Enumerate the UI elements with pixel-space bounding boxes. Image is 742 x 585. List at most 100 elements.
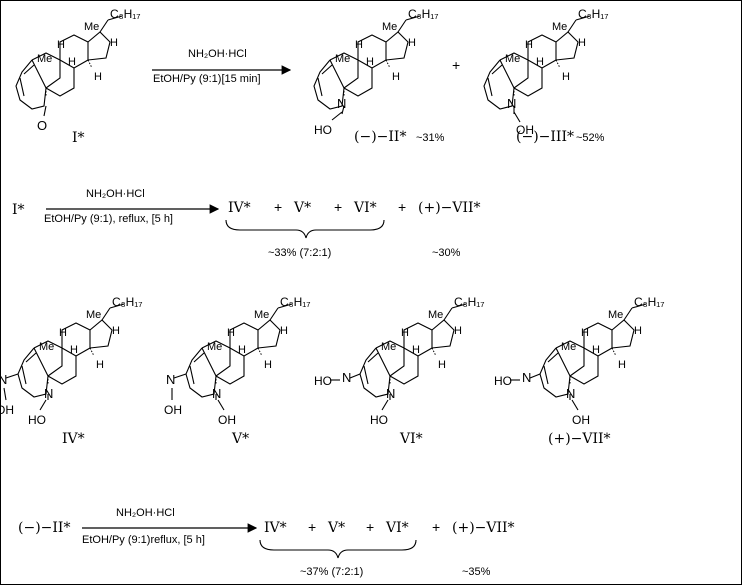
atom-H: H <box>618 359 626 371</box>
atom-O-ketone: O <box>37 118 47 133</box>
atom-H: H <box>634 325 642 337</box>
atom-Me-top: Me <box>428 309 443 321</box>
reagent-2: NH₂OH·HCl <box>86 188 145 200</box>
label-II-rx3: (−)−II* <box>18 520 70 536</box>
label-II: (−)−II* <box>354 129 406 145</box>
atom-Me: Me <box>37 53 52 65</box>
plus-rx3-c: + <box>432 519 440 535</box>
yield-III: ~52% <box>576 132 605 144</box>
plus-rx2-c: + <box>398 199 406 215</box>
atom-H: H <box>57 39 65 51</box>
atom-H: H <box>454 325 462 337</box>
atom-H: H <box>408 37 416 49</box>
compound-III-structure: N OH Me Me C₈H₁₇ H H H H <box>483 7 608 137</box>
atom-N: N <box>337 96 346 111</box>
atom-HO: HO <box>494 374 512 388</box>
label-VII: (+)−VII* <box>548 431 611 447</box>
conditions-1: EtOH/Py (9:1)[15 min] <box>153 73 261 85</box>
atom-H: H <box>59 327 67 339</box>
atom-C8H17: C₈H₁₇ <box>408 7 438 21</box>
atom-N: N <box>386 386 395 401</box>
atom-H: H <box>227 327 235 339</box>
atom-H: H <box>68 56 76 68</box>
yield-VII-rx2: ~30% <box>432 247 461 259</box>
atom-Me: Me <box>39 341 54 353</box>
yield-II: ~31% <box>416 132 445 144</box>
atom-H: H <box>392 71 400 83</box>
atom-N: N <box>212 386 221 401</box>
atom-H: H <box>96 359 104 371</box>
atom-N: N <box>0 372 7 387</box>
label-IV: IV* <box>62 431 85 447</box>
label-V: V* <box>231 431 249 447</box>
atom-H: H <box>366 56 374 68</box>
atom-N: N <box>507 96 516 111</box>
label-VI: VI* <box>399 431 423 447</box>
atom-HO: HO <box>314 374 332 388</box>
label-I-rx2: I* <box>12 202 25 218</box>
atom-HO: HO <box>314 123 332 137</box>
brace-rx2 <box>225 219 385 239</box>
yield-group-rx3: ~37% (7:2:1) <box>300 566 363 578</box>
atom-Me: Me <box>335 53 350 65</box>
atom-Me-top: Me <box>86 309 101 321</box>
atom-H: H <box>280 325 288 337</box>
atom-OH: OH <box>572 413 590 427</box>
plus-rx2-a: + <box>274 199 282 215</box>
atom-C8H17: C₈H₁₇ <box>634 295 664 309</box>
atom-H: H <box>94 71 102 83</box>
label-III: (−)−III* <box>516 129 574 145</box>
conditions-3: EtOH/Py (9:1)reflux, [5 h] <box>82 534 205 546</box>
plus-rx2-b: + <box>334 199 342 215</box>
product-VI-rx2: VI* <box>353 200 377 216</box>
compound-IV-structure: N OH N HO Me Me C₈H₁₇ H H H H <box>0 295 142 427</box>
atom-H: H <box>264 359 272 371</box>
atom-N: N <box>342 370 351 385</box>
atom-H: H <box>401 327 409 339</box>
atom-Me-top: Me <box>608 309 623 321</box>
brace-rx3 <box>259 539 417 559</box>
atom-H: H <box>412 344 420 356</box>
atom-OH: OH <box>516 123 534 137</box>
atom-H: H <box>592 344 600 356</box>
atom-C8H17: C₈H₁₇ <box>578 7 608 21</box>
atom-Me: Me <box>207 341 222 353</box>
atom-Me-top: Me <box>254 309 269 321</box>
atom-C8H17: C₈H₁₇ <box>454 295 484 309</box>
product-IV-rx3: IV* <box>264 520 287 536</box>
atom-H: H <box>238 344 246 356</box>
atom-Me: Me <box>505 53 520 65</box>
atom-H: H <box>112 325 120 337</box>
atom-Me-top: Me <box>382 21 397 33</box>
atom-N: N <box>566 386 575 401</box>
product-V-rx2: V* <box>293 200 311 216</box>
conditions-2: EtOH/Py (9:1), reflux, [5 h] <box>44 213 173 225</box>
atom-H: H <box>438 359 446 371</box>
atom-N: N <box>522 370 531 385</box>
atom-H: H <box>355 39 363 51</box>
compound-VI-structure: N HO N HO Me Me C₈H₁₇ H H H H <box>314 295 484 427</box>
atom-H: H <box>536 56 544 68</box>
product-IV-rx2: IV* <box>228 200 251 216</box>
product-VI-rx3: VI* <box>385 520 409 536</box>
atom-Me: Me <box>381 341 396 353</box>
plus-rx3-a: + <box>308 519 316 535</box>
atom-C8H17: C₈H₁₇ <box>110 7 140 21</box>
atom-H: H <box>110 37 118 49</box>
yield-group-rx2: ~33% (7:2:1) <box>268 247 331 259</box>
atom-H: H <box>562 71 570 83</box>
atom-H: H <box>581 327 589 339</box>
atom-C8H17: C₈H₁₇ <box>112 295 142 309</box>
plus-row1: + <box>452 57 460 73</box>
product-VII-rx3: (+)−VII* <box>452 520 515 536</box>
atom-N: N <box>166 372 175 387</box>
atom-HO: HO <box>370 413 388 427</box>
compound-I-structure: O Me Me C₈H₁₇ H H H H <box>15 7 140 133</box>
compound-V-structure: N OH N OH Me Me C₈H₁₇ H H H H <box>164 295 310 427</box>
product-V-rx3: V* <box>327 520 345 536</box>
reagent-1: NH₂OH·HCl <box>188 48 247 60</box>
label-I: I* <box>72 130 85 146</box>
yield-VII-rx3: ~35% <box>462 566 491 578</box>
